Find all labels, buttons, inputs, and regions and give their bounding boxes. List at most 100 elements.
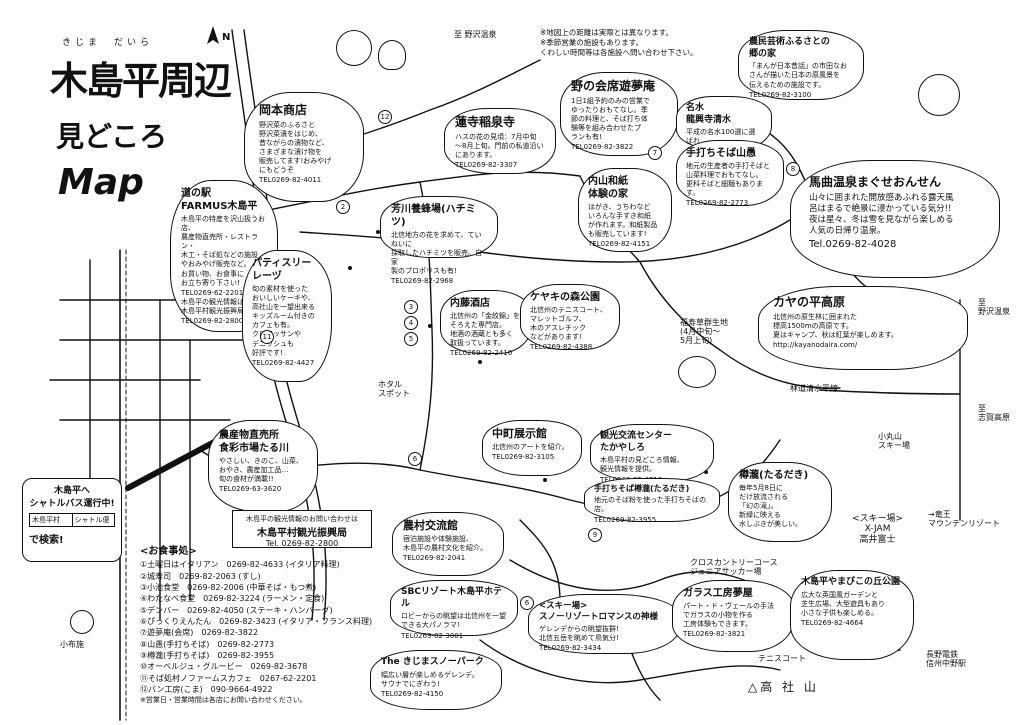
spot-tel: TEL0269-82-2968 xyxy=(391,277,454,286)
route-marker: 2 xyxy=(336,200,350,214)
label-to-nozawa: 至 野沢温泉 xyxy=(978,298,1010,317)
spot-desc: 宿泊施設や体験施設、 木島平の農村文化を紹介。 xyxy=(403,535,487,553)
label-kodaira: 小丸山 スキー場 xyxy=(878,432,910,451)
spot-desc: 北信州の「金紋錦」を そろえた専門店。 地酒の酒蔵とも多く 取扱っています。 xyxy=(450,312,520,348)
spot-tel: TEL0269-82-4664 xyxy=(801,618,864,627)
spot-sato[interactable]: 農民芸術ふるさとの 郷の家 「まんが日本昔話」の市田なお さんが描いた日本の原風… xyxy=(738,30,864,100)
spot-nakaba[interactable]: 手打ちそば樽瀧(たるだき) 地元のそば粉を使った手打ちそばの店。 TEL0269… xyxy=(584,478,720,524)
label-nozawa: 至 野沢温泉 xyxy=(454,30,497,39)
spot-taru[interactable]: 農産物直売所 食彩市場たる川 やさしい、きのこ、山菜、 おやき、農産加工品… 旬… xyxy=(208,420,318,512)
label-rindou: 林道清水平線 xyxy=(790,384,838,393)
spot-tel: TEL0269-82-4388 xyxy=(530,343,593,352)
label-fukujuso: 福寿草群生地 (4月中旬〜 5月上旬) xyxy=(680,318,728,346)
mascot-icon xyxy=(378,40,406,70)
spot-inarizushi[interactable]: 蓮寺稲泉寺 ハスの花の見頃：7月中旬 〜8月上旬。門前の私道沿い にあります。 … xyxy=(444,108,556,174)
compass-label: N xyxy=(222,32,231,43)
spot-desc: 「まんが日本昔話」の市田なお さんが描いた日本の原風景を 伝えるための施設です。 xyxy=(749,62,847,89)
dining-item: ③小池食堂 0269-82-2006 (中華そば・もつ煮) xyxy=(140,582,317,592)
spot-tel: TEL0269-82-3822 xyxy=(571,143,634,152)
spot-magari[interactable]: 馬曲温泉まぐせおんせん 山々に囲まれた開放感あふれる露天風 呂はまるで絶景に浸か… xyxy=(790,160,1000,278)
traffic-circle-icon xyxy=(70,610,94,634)
spot-tel: TEL0269-82-4011 xyxy=(259,176,322,185)
dining-item: ⑤デンバー 0269-82-4050 (ステーキ・ハンバーグ) xyxy=(140,605,333,615)
dining-item: ④わたなべ食堂 0269-82-3224 (ラーメン・定食) xyxy=(140,594,325,604)
spot-romance[interactable]: <スキー場> スノーリゾートロマンスの神様 ゲレンデからの眺望抜群! 北信五岳を… xyxy=(528,594,680,654)
spot-okamoto[interactable]: 岡本商店 野沢菜のふるさと 野沢菜漬をはじめ、 昔ながらの漬物など、 さまざまな… xyxy=(244,92,364,202)
dining-item: ⑩オーベルジュ・グルービー 0269-82-3678 xyxy=(140,662,308,672)
spot-yamabiko[interactable]: 木島平やまびこの丘公園 広大な英国風ガーデンと 芝生広場、大型遊具もあり 小さな… xyxy=(790,570,914,660)
spot-hachimitsu[interactable]: 芳川養蜂場(ハチミツ) 北信地方の花を求めて、ていねいに 採取したハチミツを販売… xyxy=(380,196,498,285)
spot-desc: パート・ド・ヴェールの手法 でガラスの小物を作る 工房体験もできます。 xyxy=(683,602,774,629)
spot-tel: TEL0269-82-2410 xyxy=(450,349,513,358)
spot-title: 木島平やまびこの丘公園 xyxy=(801,577,901,587)
shuttle-box: 木島平へ シャトルバス運行中! 木島平村 シャトル便 で検索! xyxy=(22,478,122,562)
spot-title: 内藤酒店 xyxy=(450,298,490,309)
spot-title: 手打ちそば山愚 xyxy=(686,148,756,159)
title-ruby: きじま だいら xyxy=(62,38,154,48)
route-marker: 8 xyxy=(786,162,800,176)
spot-title: <スキー場> スノーリゾートロマンスの神様 xyxy=(539,601,658,623)
spot-title: 道の駅 FARMUS木島平 xyxy=(181,188,258,212)
spot-tel: TEL0269-63-3620 xyxy=(219,485,282,494)
label-ryuoo: →竜王 マウンテンリゾート xyxy=(928,510,1000,529)
spot-uchiyama[interactable]: 内山和紙 体験の家 はがき、うちわなど いろんな手すき和紙 が作れます。和紙製品… xyxy=(578,168,672,252)
notes: ※地図上の距離は実際とは異なります。 ※季節営業の施設もあります。 くわしい時間… xyxy=(540,28,698,58)
spot-desc: 地元の生産者の手打そばと 山菜料理でおもてなし。 更科そばと細麺もあります。 xyxy=(686,162,770,198)
spot-desc: 木島平村の見どころ情報、 観光情報を提供。 xyxy=(600,456,684,474)
label-hotaru: ホタル スポット xyxy=(378,380,410,399)
info-box: 木島平の観光情報のお問い合わせは 木島平村観光振興局 Tel. 0269-82-… xyxy=(232,510,372,548)
spot-tel: TEL0269-62-2201 xyxy=(181,288,244,297)
spot-tel: TEL0269-82-3001 xyxy=(401,631,464,640)
shuttle-search-box[interactable]: 木島平村 シャトル便 xyxy=(29,513,115,527)
spot-title: 農産物直売所 食彩市場たる川 xyxy=(219,430,289,454)
dining-item: ⑫パン工房(こま) 090-9664-4922 xyxy=(140,685,273,695)
spot-title: The きじまスノーパーク xyxy=(381,657,484,667)
spot-tel: Tel.0269-82-4028 xyxy=(809,238,897,250)
spot-desc: 北信州のテニスコート、 マレットゴルフ、 木のアスレチック などがあります! xyxy=(530,306,607,342)
mascot-icon xyxy=(918,74,960,116)
spot-nakamachi[interactable]: 中町展示館 北信州のアートを紹介。 TEL0269-82-3105 xyxy=(482,420,582,476)
spot-sbc[interactable]: SBCリゾート木島平ホテル ロビーからの眺望は北信州を一望 できる大パノラマ! … xyxy=(390,580,518,640)
label-obuse: 小布施 xyxy=(60,640,84,649)
spot-kijimasnow[interactable]: The きじまスノーパーク 幅広い層が楽しめるゲレンデ。 サウナでにぎわう! T… xyxy=(370,650,502,710)
spot-desc: 広大な英国風ガーデンと 芝生広場、大型遊具もあり 小さな子供も楽しめる。 xyxy=(801,590,885,617)
label-mountain: △高 社 山 xyxy=(748,680,819,694)
spot-rezu[interactable]: パティスリー レーヅ 旬の素材を使った おいしいケーキや、 高社山を一望出来る … xyxy=(242,250,332,382)
spot-keyaki[interactable]: ケヤキの森公園 北信州のテニスコート、 マレットゴルフ、 木のアスレチック など… xyxy=(520,284,620,352)
spot-title: 農村交流館 xyxy=(403,519,458,532)
spot-tel: TEL0269-82-3100 xyxy=(749,90,812,99)
spot-desc: 木島平の特産を沢山扱うお店、 農産物直売所・レストラン・ 木工・そば処などの施設… xyxy=(181,215,265,287)
page-title-map: Map xyxy=(58,162,144,203)
label-tennis: テニスコート xyxy=(758,654,806,663)
route-marker: 12 xyxy=(378,110,392,124)
dining-footer: ※営業日・営業時間は各店にお問い合わせください。 xyxy=(140,695,307,704)
spot-naitou[interactable]: 内藤酒店 北信州の「金紋錦」を そろえた専門店。 地酒の酒蔵とも多く 取扱ってい… xyxy=(440,290,532,357)
spot-takayashiro[interactable]: 観光交流センター たかやしろ 木島平村の見どころ情報、 観光情報を提供。 TEL… xyxy=(590,424,714,484)
spot-yumeya[interactable]: ガラス工房夢屋 パート・ド・ヴェールの手法 でガラスの小物を作る 工房体験もでき… xyxy=(672,580,794,652)
spot-sangu[interactable]: 手打ちそば山愚 地元の生産者の手打そばと 山菜料理でおもてなし。 更科そばと細麺… xyxy=(676,140,784,208)
spot-title: 内山和紙 体験の家 xyxy=(588,176,628,200)
spot-tel: TEL0269-82-3307 xyxy=(455,160,518,169)
spot-desc: 毎年5月8日に だけ放流される 「幻の滝」。 新緑に映える 水しぶきが美しい。 xyxy=(739,484,802,529)
spot-title: ガラス工房夢屋 xyxy=(683,588,753,599)
spot-title: 芳川養蜂場(ハチミツ) xyxy=(391,204,476,228)
spot-noson[interactable]: 農村交流館 宿泊施設や体験施設、 木島平の農村文化を紹介。 TEL0269-82… xyxy=(392,512,504,576)
spot-yumeian[interactable]: 野の会席遊夢庵 1日1組予約のみの営業で ゆったりおもてなし。季 節の料理と、そ… xyxy=(560,72,678,156)
spot-kaya[interactable]: カヤの平高原 北信州の原生林に囲まれた 標高1500mの高原です。 夏はキャンプ… xyxy=(758,286,968,370)
spot-michinoeki[interactable]: 道の駅 FARMUS木島平 木島平の特産を沢山扱うお店、 農産物直売所・レストラ… xyxy=(170,180,278,332)
spot-tel: TEL0269-82-2773 xyxy=(686,199,749,208)
spot-xjam: <スキー場> X-JAM 高井富士 xyxy=(852,514,904,545)
page-title: 木島平周辺 xyxy=(50,59,232,103)
shuttle-text: 木島平へ シャトルバス運行中! xyxy=(29,486,115,509)
shuttle-search-label: で検索! xyxy=(29,535,64,546)
spot-tel: TEL0269-82-3955 xyxy=(594,515,657,524)
spot-taruki[interactable]: 樽瀧(たるだき) 毎年5月8日に だけ放流される 「幻の滝」。 新緑に映える 水… xyxy=(728,462,832,542)
dining-item: ⑥ぴっくりえんたん 0269-82-3423 (イタリア・フランス料理) xyxy=(140,616,373,626)
spot-tel: TEL0269-82-4150 xyxy=(381,689,444,698)
route-marker: 5 xyxy=(404,332,418,346)
spot-desc: 幅広い層が楽しめるゲレンデ。 サウナでにぎわう! xyxy=(381,670,479,688)
spot-tel: TEL0269-82-2041 xyxy=(403,554,466,563)
shuttle-tab-2: シャトル便 xyxy=(74,516,110,524)
info-tel: Tel. 0269-82-2800 xyxy=(265,539,339,548)
spot-desc: はがき、うちわなど いろんな手すき和紙 が作れます。和紙製品 も販売しています! xyxy=(588,203,658,239)
